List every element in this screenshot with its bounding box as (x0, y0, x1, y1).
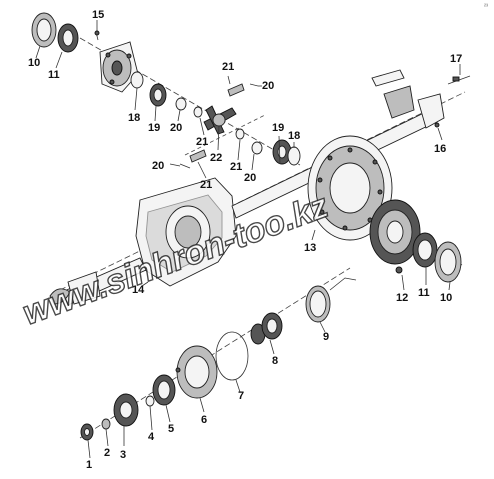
label-part-1: 1 (86, 459, 92, 471)
label-part-11-upper: 11 (48, 69, 60, 81)
label-part-21-right: 21 (230, 161, 242, 173)
label-part-20-top: 20 (262, 80, 274, 92)
label-part-10-lower: 10 (440, 292, 452, 304)
label-part-13: 13 (304, 242, 316, 254)
label-part-19-right: 19 (272, 122, 284, 134)
label-part-3: 3 (120, 449, 126, 461)
label-part-20-right: 20 (244, 172, 256, 184)
part-labels: 1 2 3 4 5 6 7 8 9 10 11 15 18 19 20 21 2… (28, 9, 462, 471)
label-part-7: 7 (238, 390, 244, 402)
label-part-4: 4 (148, 431, 155, 443)
label-part-18-left: 18 (128, 112, 140, 124)
label-part-16: 16 (434, 143, 446, 155)
label-part-8: 8 (272, 355, 278, 367)
corner-mark: ²³ (484, 4, 488, 10)
bracket-assembly (371, 69, 471, 129)
label-part-17: 17 (450, 53, 462, 65)
leader-lines (35, 20, 461, 459)
label-part-18-right: 18 (288, 130, 300, 142)
label-part-2: 2 (104, 447, 110, 459)
label-part-21-left: 21 (196, 136, 208, 148)
label-part-11-lower: 11 (418, 287, 430, 299)
label-part-10-upper: 10 (28, 57, 40, 69)
label-part-21-lower: 21 (200, 179, 212, 191)
label-part-9: 9 (323, 331, 329, 343)
differential-carrier (99, 41, 139, 93)
label-part-15: 15 (92, 9, 104, 21)
label-part-5: 5 (168, 423, 174, 435)
bearing-set-upper (31, 12, 100, 53)
spider-gear-set (130, 71, 301, 169)
differential-case (369, 199, 462, 283)
pinion-stack (80, 277, 357, 441)
label-part-14: 14 (132, 284, 145, 296)
ring-gear (307, 135, 393, 241)
label-part-20-left: 20 (170, 122, 182, 134)
label-part-22: 22 (210, 152, 222, 164)
label-part-19-left: 19 (148, 122, 160, 134)
label-part-21-top: 21 (222, 61, 234, 73)
label-part-12: 12 (396, 292, 408, 304)
label-part-6: 6 (201, 414, 207, 426)
label-part-20-lower: 20 (152, 160, 164, 172)
